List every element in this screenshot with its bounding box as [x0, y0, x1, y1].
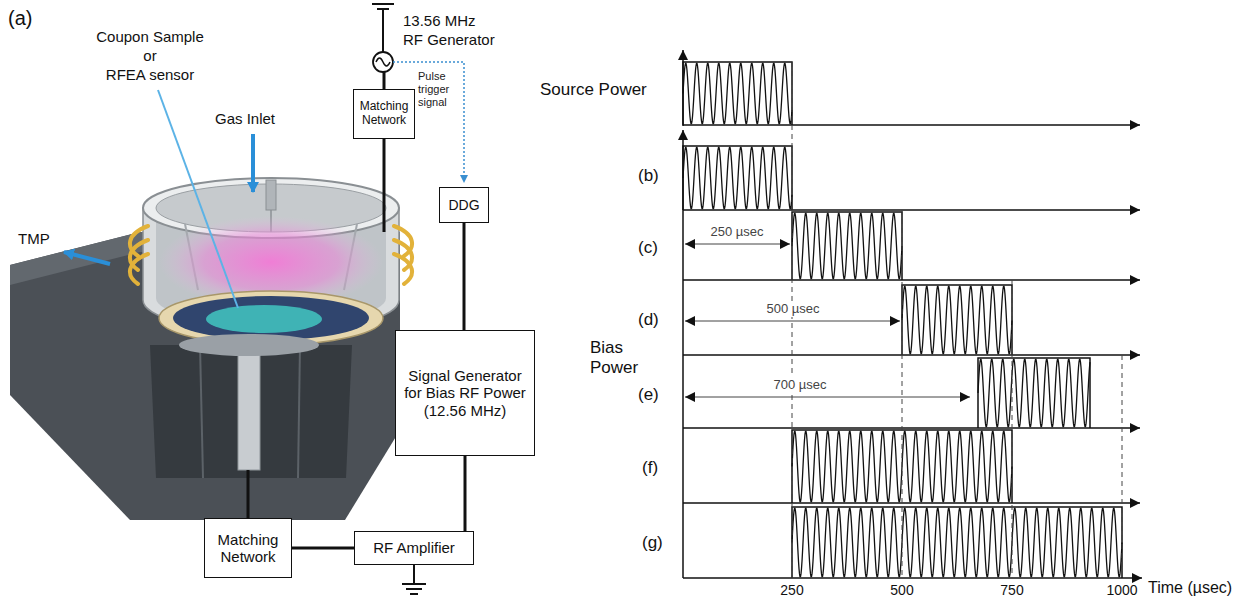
label: (a)	[8, 6, 32, 30]
circle-shape	[373, 52, 393, 72]
delay-arrow	[685, 244, 790, 245]
axis	[683, 209, 1140, 211]
line-shape	[410, 593, 418, 595]
gas-arrow	[251, 134, 255, 192]
label: (f)	[642, 458, 658, 478]
delay-arrow	[685, 321, 900, 322]
pulse-envelope	[683, 62, 792, 125]
rect-shape	[238, 345, 260, 470]
label: 700 µsec	[771, 377, 828, 393]
wire	[247, 470, 250, 518]
ellipse-shape	[179, 334, 319, 356]
polygon-shape	[150, 345, 352, 478]
dashed-guide	[902, 210, 903, 578]
line-shape	[402, 583, 426, 585]
ground-symbol	[402, 565, 426, 594]
rf-generator-symbol	[372, 4, 394, 72]
label: (b)	[638, 166, 659, 186]
label: 1000	[1106, 582, 1137, 599]
box-text: Matching Network	[208, 531, 288, 566]
rect-shape	[266, 180, 276, 210]
process-box: Matching Network	[353, 89, 415, 139]
path-shape	[376, 58, 390, 66]
label: RFEA sensor	[106, 66, 194, 84]
label: (g)	[642, 533, 663, 553]
rf-waveform	[792, 213, 902, 278]
axis	[683, 279, 1140, 281]
label: 250	[780, 582, 803, 599]
dashed-guide	[1122, 355, 1123, 578]
axis	[682, 50, 684, 126]
wire-connector	[464, 456, 467, 531]
axis	[683, 354, 1140, 356]
label: 500 µsec	[764, 301, 821, 317]
label: 500	[890, 582, 913, 599]
dashed-guide	[792, 62, 793, 578]
label: 250 µsec	[708, 224, 765, 240]
pedestal	[179, 334, 319, 470]
rf-waveform	[683, 147, 792, 208]
ellipse-shape	[173, 296, 369, 340]
pulse-envelope	[792, 212, 902, 280]
label: Coupon Sample	[96, 28, 204, 46]
pulse-envelope	[683, 146, 792, 210]
ellipse-shape	[206, 305, 322, 333]
box-text: DDG	[448, 197, 479, 213]
timing-diagram	[683, 50, 1142, 578]
rf-waveform	[902, 286, 1012, 353]
process-box: DDG	[439, 187, 489, 223]
wire	[383, 139, 386, 232]
label: Source Power	[540, 80, 647, 100]
line-shape	[382, 9, 384, 52]
label: or	[143, 47, 156, 65]
rf-waveform	[978, 359, 1090, 426]
icp-coil	[130, 226, 412, 284]
label: 750	[1000, 582, 1023, 599]
process-box: RF Amplifier	[354, 531, 474, 565]
line-shape	[413, 565, 415, 584]
box-text: Matching Network	[357, 100, 411, 128]
process-box: Signal Generator for Bias RF Power (12.5…	[395, 330, 535, 456]
line-shape	[372, 3, 394, 5]
pulse-envelope	[902, 285, 1012, 355]
label: Bias Power	[590, 338, 652, 379]
line-shape	[200, 345, 203, 478]
process-box: Matching Network	[204, 518, 292, 578]
rf-waveform	[792, 508, 1122, 576]
label: RF Generator	[403, 31, 495, 49]
label: (d)	[638, 310, 659, 330]
pulse-envelope	[792, 507, 1122, 578]
label: Pulse trigger signal	[418, 70, 462, 110]
rf-waveform	[683, 63, 792, 123]
axis	[683, 502, 1140, 504]
label: (c)	[638, 238, 658, 258]
path-shape	[130, 254, 148, 284]
delay-arrow	[685, 397, 970, 398]
path-shape	[394, 254, 412, 284]
box-text: RF Amplifier	[373, 539, 455, 556]
label: (e)	[638, 385, 659, 405]
label: TMP	[18, 230, 50, 248]
label: 13.56 MHz	[403, 12, 476, 30]
pulse-envelope	[978, 358, 1090, 428]
axis	[683, 124, 1140, 126]
dashed-guide	[1012, 280, 1013, 578]
axis	[682, 130, 684, 578]
axis	[683, 427, 1140, 429]
wire-connector	[292, 547, 354, 550]
wire-connector	[463, 223, 466, 330]
line-shape	[406, 588, 422, 590]
label: Gas Inlet	[215, 110, 275, 128]
time-axis	[683, 577, 1142, 579]
box-text: Signal Generator for Bias RF Power (12.5…	[399, 367, 531, 419]
label: Time (µsec)	[1148, 578, 1232, 597]
tmp-arrow	[64, 252, 110, 264]
wire	[383, 72, 386, 89]
line-shape	[298, 345, 300, 478]
